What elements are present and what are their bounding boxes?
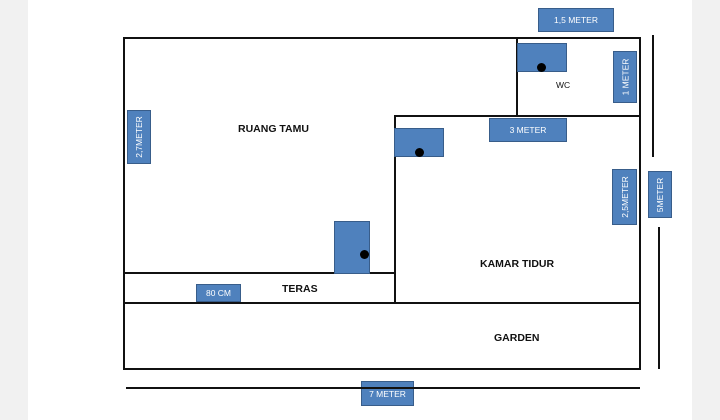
wall-bedroom-top — [394, 115, 518, 117]
wall-top — [123, 37, 641, 39]
dimension-bedroom-height-text: 2,5METER — [619, 176, 630, 218]
room-wc: WC — [556, 80, 571, 90]
wall-bedroom-left — [394, 115, 396, 304]
dimension-top-width: 1,5 METER — [538, 8, 614, 32]
wall-right — [639, 37, 641, 370]
dimension-wc-height: 1 METER — [613, 51, 637, 103]
door-entrance — [334, 221, 370, 274]
dimension-left-height-text: 2,7METER — [134, 116, 145, 158]
dimension-total-height: 5METER — [648, 171, 672, 218]
door-knob-wc — [537, 63, 546, 72]
dimension-left-height: 2,7METER — [127, 110, 151, 164]
door-knob-entrance — [360, 250, 369, 259]
dimension-wc-height-text: 1 METER — [620, 58, 630, 96]
dimension-total-width-text: 7 METER — [369, 388, 406, 399]
dimension-line-horizontal — [126, 387, 640, 389]
dimension-line-vertical-upper — [652, 35, 654, 157]
room-kamar-tidur: KAMAR TIDUR — [480, 258, 555, 270]
wall-bottom — [123, 368, 641, 370]
wall-wc-left — [516, 37, 518, 117]
wall-left — [123, 37, 125, 370]
room-garden: GARDEN — [494, 332, 540, 344]
dimension-line-vertical-lower — [658, 227, 660, 369]
dimension-total-width: 7 METER — [361, 381, 414, 406]
door-wc — [517, 43, 567, 72]
dimension-total-height-text: 5METER — [655, 177, 666, 212]
wall-wc-bottom — [516, 115, 641, 117]
room-ruang-tamu: RUANG TAMU — [238, 123, 309, 135]
dimension-bedroom-width-text: 3 METER — [509, 125, 547, 135]
dimension-bedroom-width: 3 METER — [489, 118, 567, 142]
dimension-bedroom-height: 2,5METER — [612, 169, 637, 225]
dimension-door-width-text: 80 CM — [205, 288, 232, 298]
floor-plan: RUANG TAMU TERAS KAMAR TIDUR GARDEN WC 1… — [28, 0, 692, 420]
wall-teras-top — [123, 272, 396, 274]
dimension-top-width-text: 1,5 METER — [554, 15, 598, 25]
door-knob-bedroom — [415, 148, 424, 157]
wall-garden-top — [123, 302, 641, 304]
room-teras: TERAS — [282, 283, 318, 295]
dimension-door-width: 80 CM — [196, 284, 241, 302]
